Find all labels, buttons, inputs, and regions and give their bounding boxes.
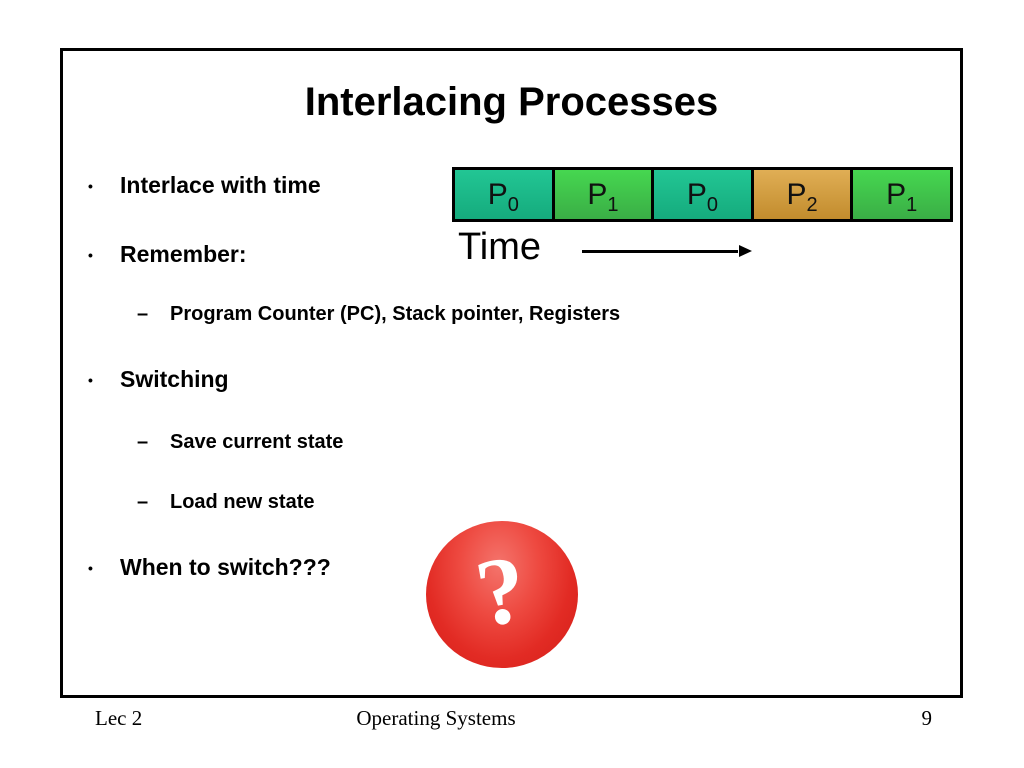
- subbullet-load-new-state: – Load new state: [137, 491, 314, 514]
- question-mark-icon: ?: [468, 533, 535, 647]
- dash-icon: –: [137, 431, 149, 453]
- time-arrow-icon: [582, 244, 752, 258]
- segment-label: P0: [487, 177, 519, 216]
- footer-page-number: 9: [921, 706, 933, 730]
- bullet-dot-icon: •: [88, 371, 93, 388]
- bullet-text: Interlace with time: [120, 172, 321, 198]
- slide-title: Interlacing Processes: [304, 80, 719, 124]
- dash-icon: –: [137, 303, 149, 325]
- bullet-text: Save current state: [170, 431, 344, 453]
- segment-label: P2: [786, 177, 818, 216]
- footer-lecture-label: Lec 2: [95, 706, 143, 730]
- bullet-text: Remember:: [120, 241, 247, 267]
- segment-label: P0: [686, 177, 719, 216]
- bullet-text: Load new state: [170, 491, 315, 513]
- bullet-text: Program Counter (PC), Stack pointer, Reg…: [170, 303, 621, 325]
- arrow-head: [739, 245, 752, 257]
- subbullet-save-current-state: – Save current state: [137, 431, 343, 454]
- bullet-interlace-with-time: • Interlace with time: [88, 172, 321, 199]
- segment-label: P1: [587, 177, 619, 216]
- bullet-text: When to switch???: [120, 554, 331, 580]
- question-mark-badge: ?: [426, 521, 578, 668]
- bullet-dot-icon: •: [88, 177, 93, 194]
- timeline-segment-p0: P0: [455, 170, 552, 219]
- process-timeline: P0 P1 P0 P2 P1: [452, 167, 953, 222]
- bullet-when-to-switch: • When to switch???: [88, 554, 331, 581]
- bullet-dot-icon: •: [88, 246, 93, 263]
- time-axis-label: Time: [458, 226, 542, 268]
- arrow-shaft: [582, 250, 738, 253]
- subbullet-program-counter: – Program Counter (PC), Stack pointer, R…: [137, 303, 620, 326]
- bullet-text: Switching: [120, 366, 229, 392]
- timeline-segment-p1: P1: [551, 170, 652, 219]
- bullet-switching: • Switching: [88, 366, 229, 393]
- dash-icon: –: [137, 491, 149, 513]
- footer-course-title: Operating Systems: [356, 706, 516, 730]
- segment-label: P1: [886, 177, 918, 216]
- timeline-segment-p0: P0: [651, 170, 751, 219]
- timeline-segment-p1: P1: [850, 170, 950, 219]
- timeline-segment-p2: P2: [750, 170, 851, 219]
- bullet-dot-icon: •: [88, 559, 93, 576]
- bullet-remember: • Remember:: [88, 241, 247, 268]
